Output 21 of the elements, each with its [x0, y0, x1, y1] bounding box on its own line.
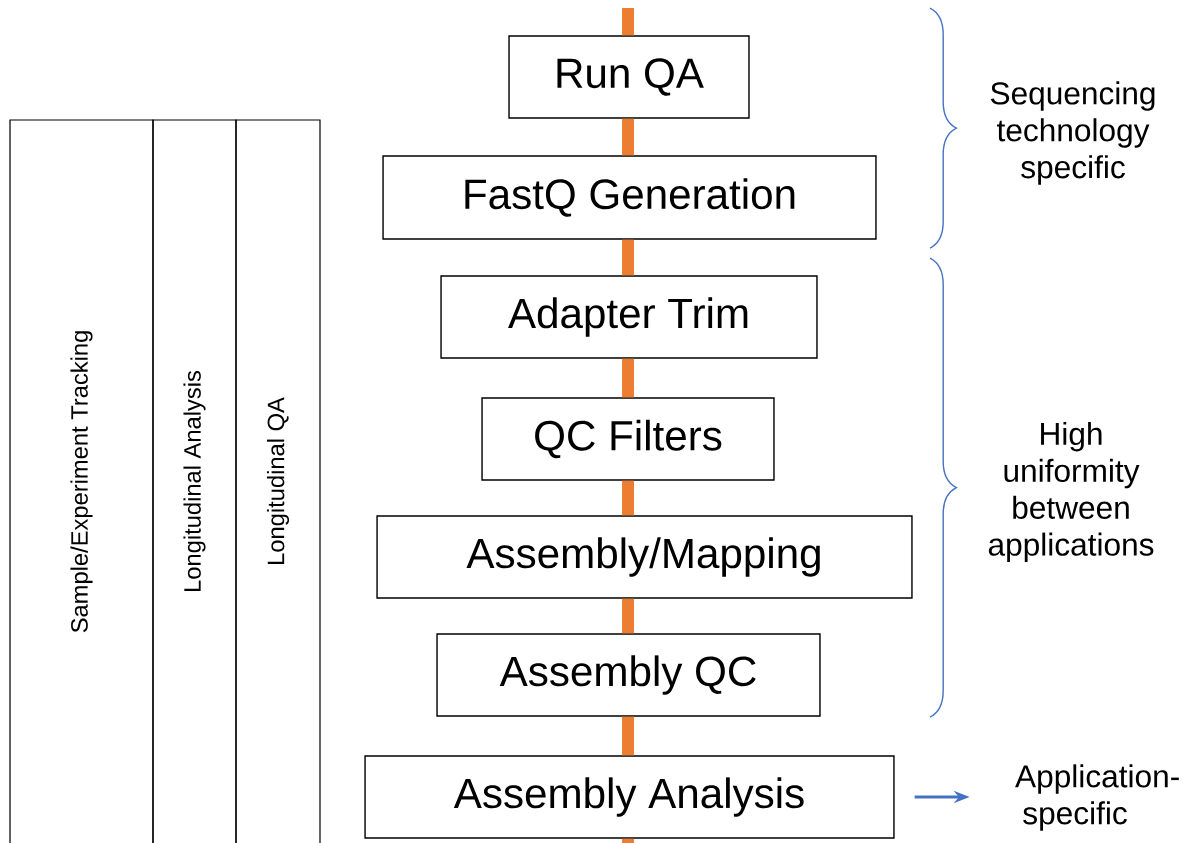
process-box: QC Filters	[481, 397, 775, 481]
column-box: Sample/Experiment Tracking	[9, 119, 154, 843]
process-box: Assembly QC	[436, 633, 821, 717]
process-box: FastQ Generation	[382, 155, 877, 240]
pipeline-line	[622, 118, 634, 156]
pipeline-line	[622, 239, 634, 276]
process-box: Assembly/Mapping	[376, 515, 913, 599]
pipeline-line	[622, 480, 634, 516]
process-box: Run QA	[508, 35, 750, 119]
process-box: Adapter Trim	[440, 275, 818, 359]
column-box: Longitudinal Analysis	[152, 119, 237, 843]
pipeline-line	[622, 716, 634, 756]
pipeline-line	[622, 598, 634, 634]
note-text: Application-specific	[1015, 764, 1179, 831]
column-box: Longitudinal QA	[235, 119, 321, 843]
pipeline-line	[622, 838, 634, 843]
pipeline-line	[622, 358, 634, 398]
side-label: Sequencing technology specific	[990, 81, 1155, 185]
pipeline-line	[622, 8, 634, 36]
process-box: Assembly Analysis	[364, 755, 895, 839]
side-label: High uniformity between applications	[988, 421, 1154, 563]
